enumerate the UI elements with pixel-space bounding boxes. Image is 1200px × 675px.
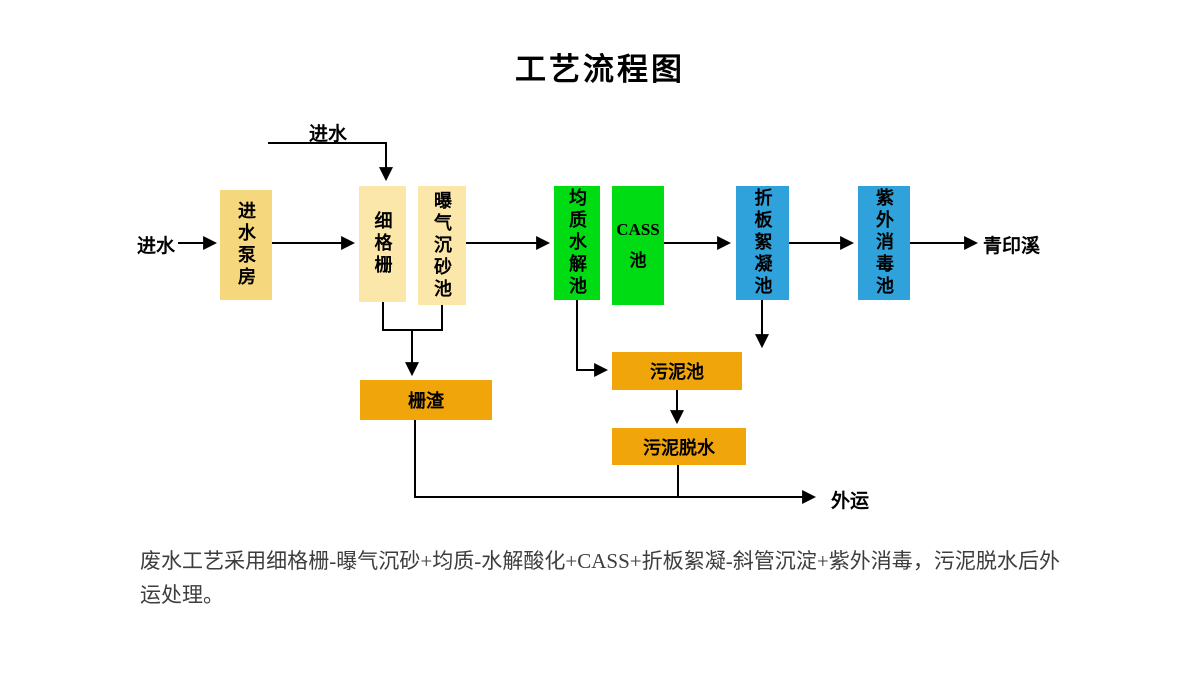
- arrow-equalization-to-sludge-tank: [576, 300, 609, 377]
- node-cass: CASS 池: [612, 186, 664, 305]
- node-sludge-dewatering: 污泥脱水: [612, 428, 746, 465]
- node-sludge-tank-label: 污泥池: [650, 362, 704, 382]
- node-baffled-flocculation-label: 折板絮凝池: [752, 188, 773, 298]
- inflow-top-label: 进水: [309, 124, 348, 145]
- node-pump-station-label: 进水泵房: [236, 201, 256, 289]
- node-aerated-grit: 曝气沉砂池: [418, 186, 466, 305]
- process-description: 废水工艺采用细格栅-曝气沉砂+均质-水解酸化+CASS+折板絮凝-斜管沉淀+紫外…: [140, 549, 1060, 608]
- node-cass-label-line2: 池: [629, 251, 647, 270]
- node-screenings-label: 栅渣: [408, 391, 444, 411]
- node-cass-label: CASS 池: [616, 220, 659, 271]
- node-aerated-grit-label: 曝气沉砂池: [432, 190, 452, 301]
- node-sludge-tank: 污泥池: [612, 352, 742, 390]
- node-baffled-flocculation: 折板絮凝池: [736, 186, 789, 300]
- inflow-left-label: 进水: [137, 236, 176, 257]
- page-title: 工艺流程图: [515, 52, 685, 87]
- node-uv-disinfection-label: 紫外消毒池: [874, 188, 894, 298]
- node-equalization-hydrolysis: 均质水解池: [554, 186, 600, 300]
- node-cass-label-line1: CASS: [616, 220, 660, 239]
- node-uv-disinfection: 紫外消毒池: [858, 186, 910, 300]
- arrow-top-inflow-to-fine-screen: [268, 142, 393, 182]
- node-sludge-dewatering-label: 污泥脱水: [643, 437, 715, 458]
- node-fine-screen: 细格栅: [359, 186, 406, 302]
- haul-away-label: 外运: [831, 491, 870, 512]
- node-equalization-hydrolysis-label: 均质水解池: [567, 188, 587, 298]
- node-fine-screen-label: 细格栅: [372, 211, 393, 277]
- outfall-label: 青印溪: [983, 236, 1041, 257]
- arrow-screenings-to-haul: [414, 420, 817, 504]
- node-pump-station: 进水泵房: [220, 190, 272, 300]
- connector-screen-grit-merge: [382, 302, 443, 331]
- node-screenings: 栅渣: [360, 380, 492, 420]
